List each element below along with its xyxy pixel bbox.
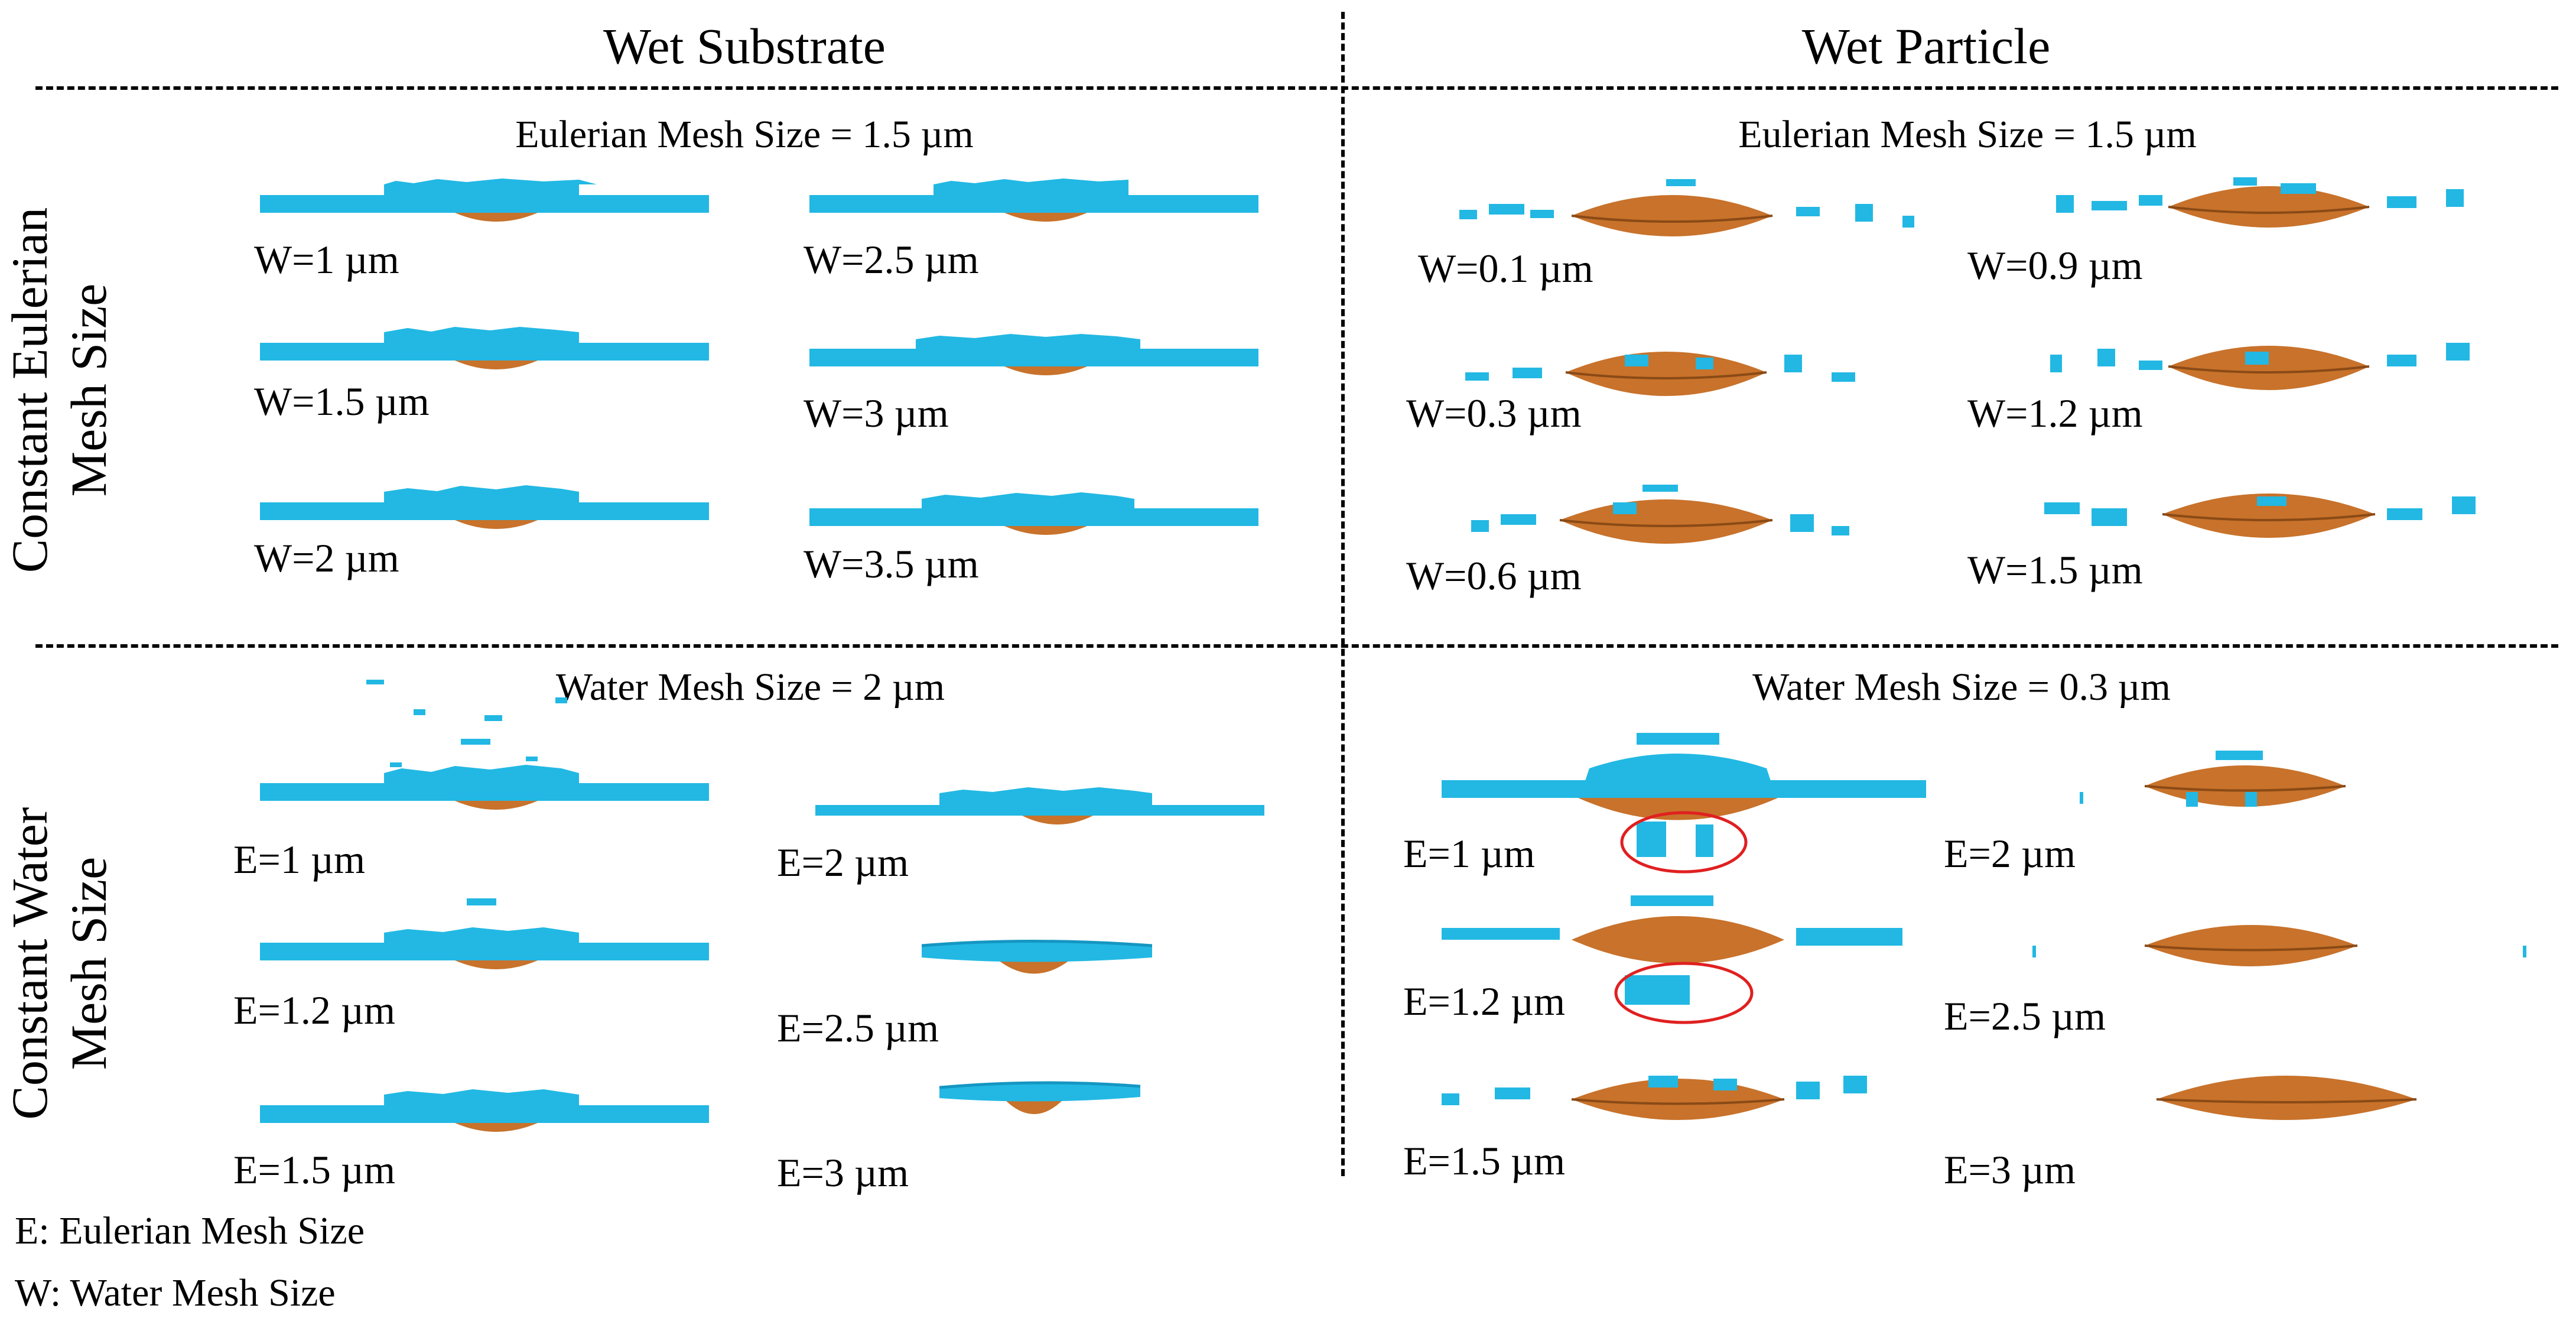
sim-particle-w0-6 [1471,485,1849,544]
row-label-line: Mesh Size [60,283,117,497]
header-wet-substrate: Wet Substrate [603,18,886,74]
legend-water: W: Water Mesh Size [15,1271,336,1314]
sim-particle-e3 [2156,1076,2417,1120]
divider-vertical [1341,12,1345,1176]
label-w0-3: W=0.3 µm [1406,391,1582,436]
label-e3: E=3 µm [1944,1147,2076,1192]
row-label-constant-water: Constant Water Mesh Size [0,762,118,1164]
sim-particle-w0-9 [2056,177,2464,228]
label-e2: E=2 µm [1944,831,2076,876]
label-w2: W=2 µm [254,535,399,580]
sim-substrate-e1-5 [260,1089,709,1132]
legend-eulerian: E: Eulerian Mesh Size [15,1209,365,1252]
label-w0-1: W=0.1 µm [1418,246,1593,291]
row-label-line: Constant Water [1,807,58,1120]
sim-particle-w1-2 [2050,343,2470,390]
label-w2-5: W=2.5 µm [804,237,979,282]
sim-substrate-e1 [260,680,709,810]
sim-particle-w0-1 [1459,179,1914,236]
label-e2-5: E=2.5 µm [777,1005,939,1050]
label-e1-2: E=1.2 µm [233,988,395,1033]
label-w1-5: W=1.5 µm [1967,547,2143,592]
section-title-bottom-left: Water Mesh Size = 2 µm [555,666,945,709]
sim-substrate-w3 [809,334,1258,375]
header-wet-particle: Wet Particle [1801,18,2051,74]
divider-top [35,86,2558,90]
sim-particle-e1-5 [1442,1076,1867,1120]
sim-particle-e1-2 [1442,895,1902,1024]
sim-substrate-e2-5 [921,940,1153,974]
sim-particle-w1-5 [2044,494,2476,538]
section-title-top-left: Eulerian Mesh Size = 1.5 µm [515,113,974,156]
sim-substrate-w2 [260,485,709,529]
label-e1-2: E=1.2 µm [1403,979,1565,1024]
divider-middle [35,644,2558,648]
sim-substrate-e1-2 [260,898,709,969]
row-label-line: Constant Eulerian [1,207,58,573]
label-w0-9: W=0.9 µm [1967,243,2143,288]
label-w1-2: W=1.2 µm [1967,391,2143,436]
sim-substrate-w3-5 [809,492,1258,535]
row-label-line: Mesh Size [60,856,117,1070]
highlight-circle [1614,962,1754,1024]
row-label-constant-eulerian: Constant Eulerian Mesh Size [0,189,118,591]
label-w1-5: W=1.5 µm [254,379,430,424]
label-e1: E=1 µm [1403,831,1535,876]
sim-substrate-w1 [260,178,709,222]
highlight-circle [1620,811,1748,874]
section-title-bottom-right: Water Mesh Size = 0.3 µm [1752,666,2171,709]
label-e2-5: E=2.5 µm [1944,994,2106,1038]
sim-substrate-w2-5 [809,178,1258,222]
sim-particle-e2 [2080,751,2346,807]
section-title-top-right: Eulerian Mesh Size = 1.5 µm [1738,113,2197,156]
sim-substrate-w1-5 [260,327,709,369]
sim-substrate-e2 [815,787,1264,824]
label-w3: W=3 µm [804,391,949,436]
label-w0-6: W=0.6 µm [1406,553,1582,598]
label-w3-5: W=3.5 µm [804,541,979,586]
label-e1-5: E=1.5 µm [233,1147,395,1192]
label-w1: W=1 µm [254,237,399,282]
label-e2: E=2 µm [777,840,909,885]
label-e1: E=1 µm [233,837,365,882]
sim-particle-e2-5 [2032,925,2526,966]
sim-particle-e1 [1442,733,1926,874]
sim-particle-w0-3 [1465,352,1855,396]
sim-substrate-e3 [939,1081,1141,1114]
label-e3: E=3 µm [777,1150,909,1195]
label-e1-5: E=1.5 µm [1403,1138,1565,1183]
